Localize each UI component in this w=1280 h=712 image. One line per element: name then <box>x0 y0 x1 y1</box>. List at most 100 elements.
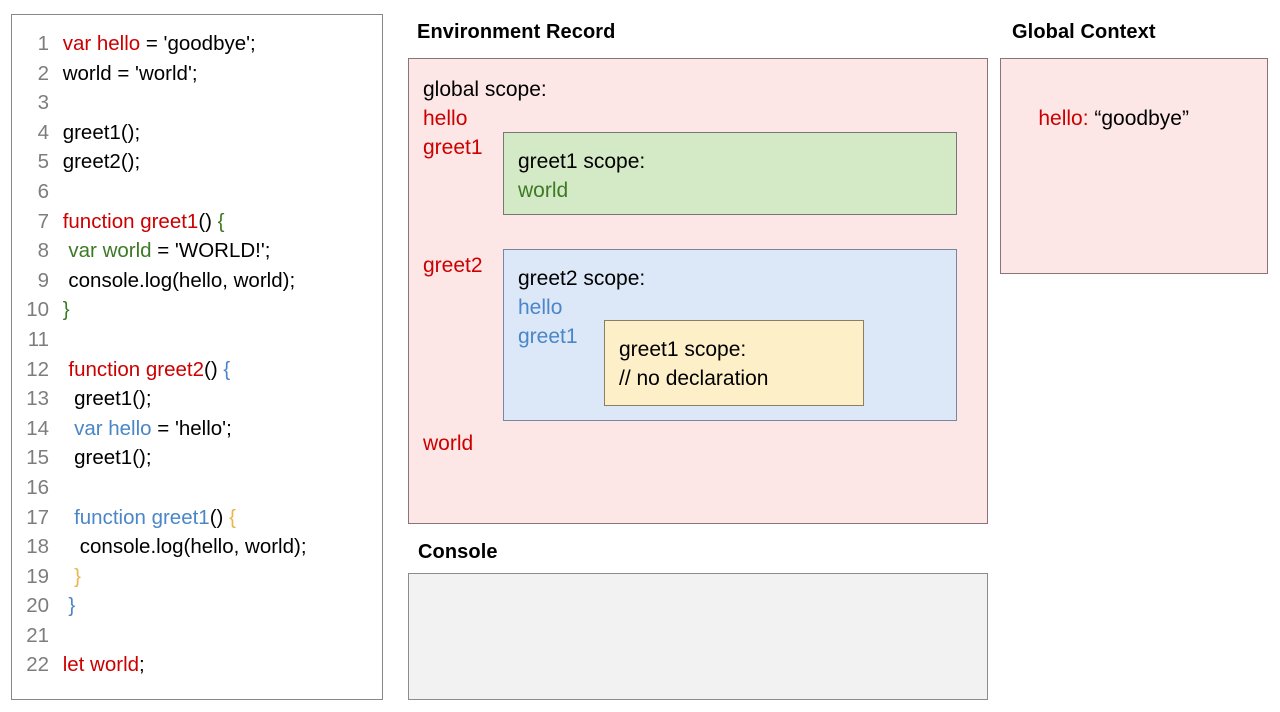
code-line[interactable]: 3 <box>12 88 382 118</box>
code-token: } <box>57 298 70 322</box>
line-number: 2 <box>37 61 49 85</box>
global-scope-binding-hello: hello <box>423 107 468 130</box>
code-line-text: greet1(); <box>57 443 152 473</box>
inner-greet1-scope-heading: greet1 scope: <box>619 338 747 361</box>
line-number: 14 <box>26 416 49 440</box>
greet2-scope-heading: greet2 scope: <box>518 267 646 290</box>
code-line-text: var hello = 'hello'; <box>57 414 232 444</box>
code-line[interactable]: 7 function greet1() { <box>12 207 382 237</box>
code-token: function greet2 <box>57 357 205 381</box>
greet1-scope-binding-world: world <box>518 179 569 202</box>
code-line-text: function greet1() { <box>57 207 225 237</box>
line-number: 17 <box>26 505 49 529</box>
greet2-scope-binding-hello: hello <box>518 296 563 319</box>
code-line-text: } <box>57 562 81 592</box>
global-context-entry-value: “goodbye” <box>1088 107 1189 130</box>
line-number: 3 <box>37 91 49 115</box>
global-scope-binding-greet1: greet1 <box>423 136 483 159</box>
global-context-box: hello: “goodbye” <box>1000 58 1268 274</box>
global-context-entry: hello: “goodbye” <box>1015 75 1189 162</box>
code-line[interactable]: 6 <box>12 177 382 207</box>
code-line[interactable]: 11 <box>12 325 382 355</box>
code-editor-panel[interactable]: 1 var hello = 'goodbye';2 world = 'world… <box>11 14 383 700</box>
code-token: function greet1 <box>57 209 199 233</box>
code-line[interactable]: 15 greet1(); <box>12 443 382 473</box>
code-line[interactable]: 4 greet1(); <box>12 118 382 148</box>
console-title: Console <box>418 541 498 563</box>
line-number: 10 <box>26 298 49 322</box>
code-line-text: function greet1() { <box>57 503 236 533</box>
code-line[interactable]: 22 let world; <box>12 650 382 680</box>
line-number: 5 <box>37 150 49 174</box>
code-line[interactable]: 20 } <box>12 591 382 621</box>
line-number: 12 <box>26 357 49 381</box>
code-line-text: greet1(); <box>57 118 140 148</box>
code-token: () <box>198 209 212 233</box>
code-token: () <box>209 505 224 529</box>
line-number: 1 <box>37 32 49 55</box>
code-token: function greet1 <box>57 505 210 529</box>
greet2-scope-box: greet2 scope: hello greet1 greet1 scope:… <box>503 249 957 421</box>
global-scope-binding-greet2: greet2 <box>423 254 483 277</box>
console-box[interactable] <box>408 573 988 700</box>
code-line[interactable]: 9 console.log(hello, world); <box>12 266 382 296</box>
code-token: () <box>204 357 218 381</box>
line-number: 19 <box>26 564 49 588</box>
code-line[interactable]: 14 var hello = 'hello'; <box>12 414 382 444</box>
global-scope-binding-world: world <box>423 432 474 455</box>
code-line[interactable]: 19 } <box>12 562 382 592</box>
line-number: 15 <box>26 446 49 470</box>
code-line[interactable]: 5 greet2(); <box>12 147 382 177</box>
code-line-text: greet2(); <box>57 147 140 177</box>
global-context-entry-key: hello: <box>1038 107 1089 130</box>
code-token: } <box>57 564 81 588</box>
code-line-text: var hello = 'goodbye'; <box>57 29 256 59</box>
code-line[interactable]: 10 } <box>12 295 382 325</box>
code-token: = 'hello'; <box>151 416 232 440</box>
greet2-scope-binding-greet1: greet1 <box>518 325 578 348</box>
line-number: 20 <box>26 594 49 618</box>
code-line[interactable]: 2 world = 'world'; <box>12 59 382 89</box>
code-token: greet1(); <box>57 120 141 144</box>
code-line-text: function greet2() { <box>57 355 230 385</box>
code-line[interactable]: 16 <box>12 473 382 503</box>
code-line-text: console.log(hello, world); <box>57 266 295 296</box>
inner-greet1-scope-note: // no declaration <box>619 367 769 390</box>
code-token: greet1(); <box>57 446 152 470</box>
code-token: { <box>217 357 231 381</box>
code-token: greet2(); <box>57 150 141 174</box>
global-context-title: Global Context <box>1012 21 1156 43</box>
code-token: greet1(); <box>57 387 152 411</box>
line-number: 21 <box>26 623 49 647</box>
code-line-text: var world = 'WORLD!'; <box>57 236 270 266</box>
code-line-text: world = 'world'; <box>57 59 198 89</box>
code-line[interactable]: 17 function greet1() { <box>12 503 382 533</box>
environment-record-box: global scope: hello greet1 greet2 world … <box>408 58 988 524</box>
code-line[interactable]: 8 var world = 'WORLD!'; <box>12 236 382 266</box>
code-token: console.log(hello, world); <box>57 268 296 292</box>
code-token: var hello <box>57 416 152 440</box>
code-line-text: console.log(hello, world); <box>57 532 307 562</box>
code-token: } <box>57 594 76 618</box>
code-token: world = 'world'; <box>57 61 198 85</box>
code-line[interactable]: 21 <box>12 621 382 651</box>
code-line[interactable]: 18 console.log(hello, world); <box>12 532 382 562</box>
global-scope-heading: global scope: <box>423 78 547 101</box>
line-number: 4 <box>37 120 49 144</box>
line-number: 18 <box>26 535 49 559</box>
code-token: { <box>223 505 236 529</box>
code-line[interactable]: 13 greet1(); <box>12 384 382 414</box>
code-token: = 'WORLD!'; <box>151 239 271 263</box>
line-number: 7 <box>37 209 49 233</box>
code-token: let world <box>57 653 140 677</box>
code-token: ; <box>139 653 145 677</box>
code-line-text: greet1(); <box>57 384 152 414</box>
code-line[interactable]: 1 var hello = 'goodbye'; <box>12 29 382 59</box>
code-token: console.log(hello, world); <box>57 535 307 559</box>
code-line-text: } <box>57 591 75 621</box>
code-line[interactable]: 12 function greet2() { <box>12 355 382 385</box>
code-line-text: let world; <box>57 650 145 680</box>
environment-record-title: Environment Record <box>417 21 616 43</box>
line-number: 16 <box>26 475 49 499</box>
code-token: var hello <box>57 32 141 55</box>
